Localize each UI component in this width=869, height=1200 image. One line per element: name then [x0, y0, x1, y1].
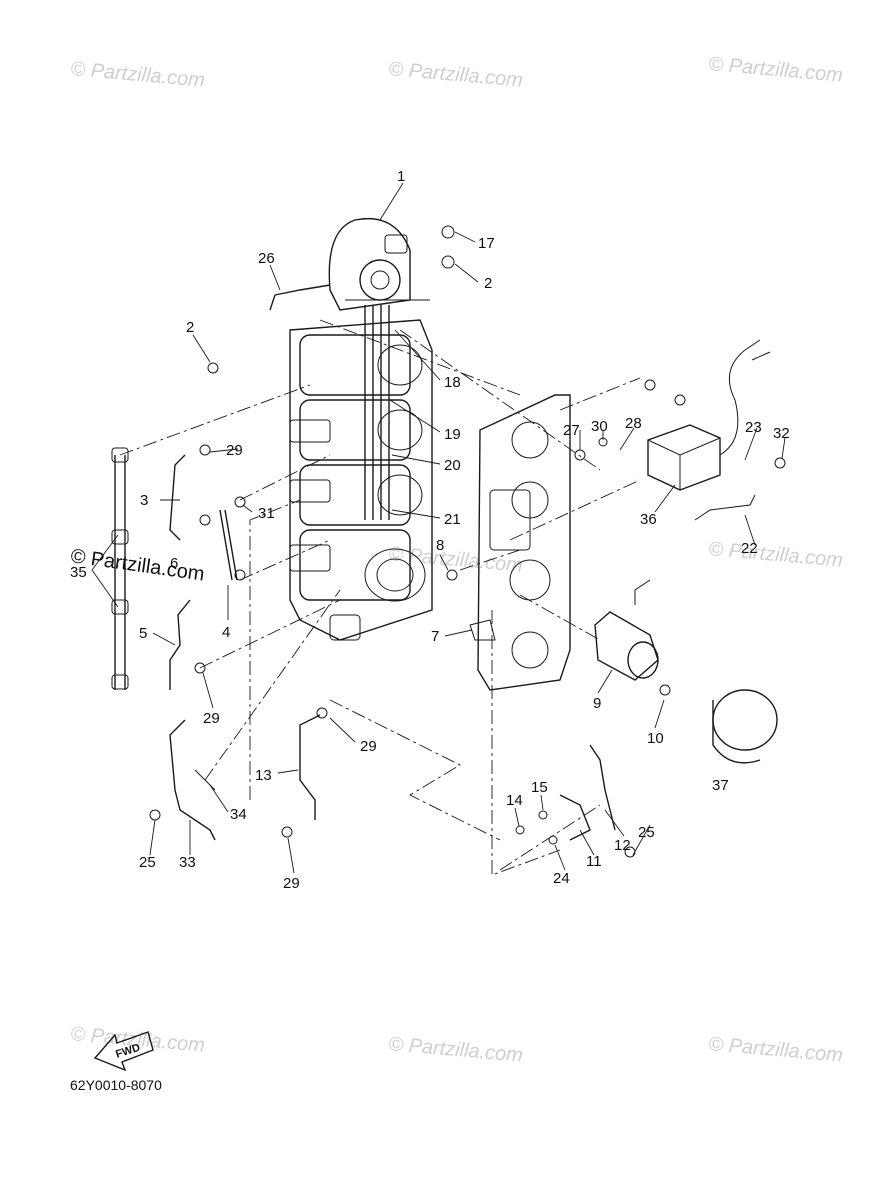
callout-6: 6: [170, 555, 178, 572]
callout-30: 30: [591, 418, 608, 435]
overlay-watermark: © Partzilla.com: [69, 545, 206, 586]
callouts: 1 2 2 3 4 5 6 7 8 9 10 11 12 13 14 15 17…: [70, 168, 790, 892]
callout-7: 7: [431, 628, 439, 645]
callout-19: 19: [444, 426, 461, 443]
callout-18: 18: [444, 374, 461, 391]
callout-4: 4: [222, 624, 230, 641]
callout-13: 13: [255, 767, 272, 784]
callout-14: 14: [506, 792, 523, 809]
watermark-bottom-center: © Partzilla.com: [388, 1033, 524, 1067]
watermark-top-left: © Partzilla.com: [70, 58, 206, 92]
callout-20: 20: [444, 457, 461, 474]
callout-12: 12: [614, 837, 631, 854]
callout-22: 22: [741, 540, 758, 557]
watermark-top-center: © Partzilla.com: [388, 58, 524, 92]
watermark-bottom-right: © Partzilla.com: [708, 1033, 844, 1067]
callout-32: 32: [773, 425, 790, 442]
leader-lines: [91, 182, 786, 874]
callout-29-right: 29: [360, 738, 377, 755]
callout-33: 33: [179, 854, 196, 871]
callout-9: 9: [593, 695, 601, 712]
callout-25-left: 25: [139, 854, 156, 871]
callout-23: 23: [745, 419, 762, 436]
callout-17: 17: [478, 235, 495, 252]
watermark-middle-right: © Partzilla.com: [708, 538, 844, 572]
watermark-top-right: © Partzilla.com: [708, 53, 844, 87]
callout-29-mid: 29: [203, 710, 220, 727]
fasteners: [149, 225, 786, 858]
callout-29-bottom: 29: [283, 875, 300, 892]
callout-2-left: 2: [186, 319, 194, 336]
callout-3: 3: [140, 492, 148, 509]
callout-31: 31: [258, 505, 275, 522]
callout-28: 28: [625, 415, 642, 432]
callout-24: 24: [553, 870, 570, 887]
hoses: [345, 299, 430, 520]
callout-1: 1: [397, 168, 405, 185]
callout-35: 35: [70, 564, 87, 581]
control-unit: [647, 339, 771, 491]
callout-26: 26: [258, 250, 275, 267]
throttle-sensor: [328, 218, 411, 311]
callout-2-right: 2: [484, 275, 492, 292]
callout-5: 5: [139, 625, 147, 642]
solenoid: [594, 579, 778, 764]
callout-15: 15: [531, 779, 548, 796]
diagram-code: 62Y0010-8070: [70, 1077, 162, 1093]
reference-lines: [119, 319, 641, 876]
callout-34: 34: [230, 806, 247, 823]
callout-29-upper: 29: [226, 442, 243, 459]
watermarks: © Partzilla.com © Partzilla.com © Partzi…: [70, 53, 844, 1067]
callout-11: 11: [586, 853, 602, 870]
callout-37: 37: [712, 777, 729, 794]
plate: [469, 394, 571, 691]
linkages: [111, 284, 756, 841]
callout-36: 36: [640, 511, 657, 528]
callout-25-right: 25: [638, 824, 655, 841]
carburetor-block: [289, 319, 433, 641]
callout-27: 27: [563, 422, 580, 439]
callout-8: 8: [436, 537, 444, 554]
callout-10: 10: [647, 730, 664, 747]
callout-21: 21: [444, 511, 461, 528]
